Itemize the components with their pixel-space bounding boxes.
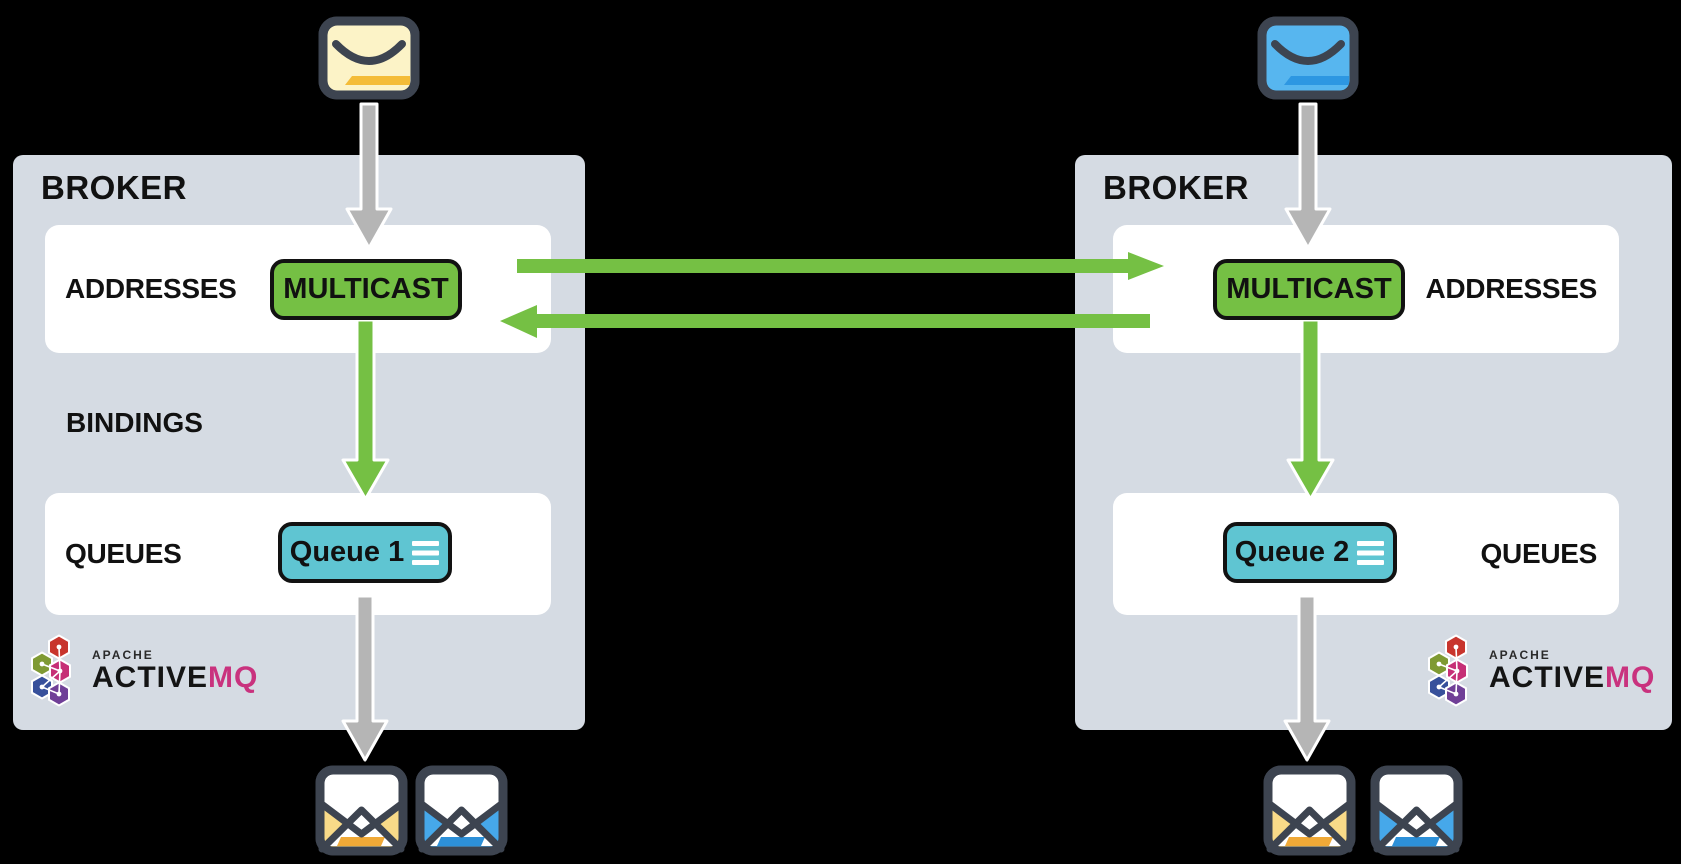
- queues-panel: QUEUES Queue 1: [45, 493, 551, 615]
- activemq-logo: APACHE ACTIVEMQ: [1425, 633, 1655, 709]
- queue-badge-label: Queue 2: [1234, 536, 1350, 568]
- multicast-badge: MULTICAST: [1213, 259, 1405, 320]
- addresses-label: ADDRESSES: [65, 273, 237, 304]
- bindings-label: BINDINGS: [66, 407, 203, 438]
- broker-title: BROKER: [1103, 169, 1250, 206]
- queues-label: QUEUES: [65, 538, 182, 569]
- queue-list-icon: [412, 540, 440, 566]
- federation-arrow-left-icon: [500, 304, 1150, 339]
- activemq-wordmark: ACTIVEMQ: [1489, 661, 1656, 695]
- consumer-envelope-yellow-icon: [315, 765, 408, 856]
- binding-arrow-down-icon: [340, 320, 392, 502]
- federation-arrow-right-icon: [517, 251, 1165, 281]
- apache-label: APACHE: [92, 648, 154, 663]
- addresses-panel: MULTICAST ADDRESSES: [1113, 225, 1619, 353]
- binding-arrow-down-icon: [1285, 320, 1337, 502]
- queues-label: QUEUES: [1480, 538, 1598, 569]
- multicast-badge: MULTICAST: [270, 259, 462, 320]
- queue-list-icon: [1357, 540, 1385, 566]
- message-flow-arrow-down-icon: [1282, 101, 1334, 251]
- queue-badge: Queue 2: [1223, 522, 1397, 583]
- activemq-hexagons-icon: [1425, 633, 1477, 709]
- delivery-arrow-down-icon: [339, 593, 391, 763]
- broker-panel-left: BROKER ADDRESSES MULTICAST BINDINGS QUEU…: [13, 155, 585, 730]
- queues-panel: Queue 2 QUEUES: [1113, 493, 1619, 615]
- producer-envelope-yellow-icon: [318, 16, 420, 100]
- addresses-label: ADDRESSES: [1425, 273, 1597, 304]
- queue-badge: Queue 1: [278, 522, 452, 583]
- activemq-wordmark: ACTIVEMQ: [92, 661, 259, 695]
- queue-badge-label: Queue 1: [289, 536, 405, 568]
- broker-title: BROKER: [41, 169, 188, 206]
- message-flow-arrow-down-icon: [343, 101, 395, 251]
- consumer-envelope-blue-icon: [1370, 765, 1463, 856]
- broker-panel-right: BROKER MULTICAST ADDRESSES Queue 2 QUEUE…: [1075, 155, 1672, 730]
- apache-label: APACHE: [1489, 648, 1551, 663]
- activemq-logo: APACHE ACTIVEMQ: [28, 633, 258, 709]
- multicast-badge-label: MULTICAST: [283, 273, 449, 305]
- delivery-arrow-down-icon: [1281, 593, 1333, 763]
- producer-envelope-blue-icon: [1257, 16, 1359, 100]
- consumer-envelope-yellow-icon: [1263, 765, 1356, 856]
- multicast-badge-label: MULTICAST: [1226, 273, 1392, 305]
- addresses-panel: ADDRESSES MULTICAST: [45, 225, 551, 353]
- consumer-envelope-blue-icon: [415, 765, 508, 856]
- activemq-hexagons-icon: [28, 633, 80, 709]
